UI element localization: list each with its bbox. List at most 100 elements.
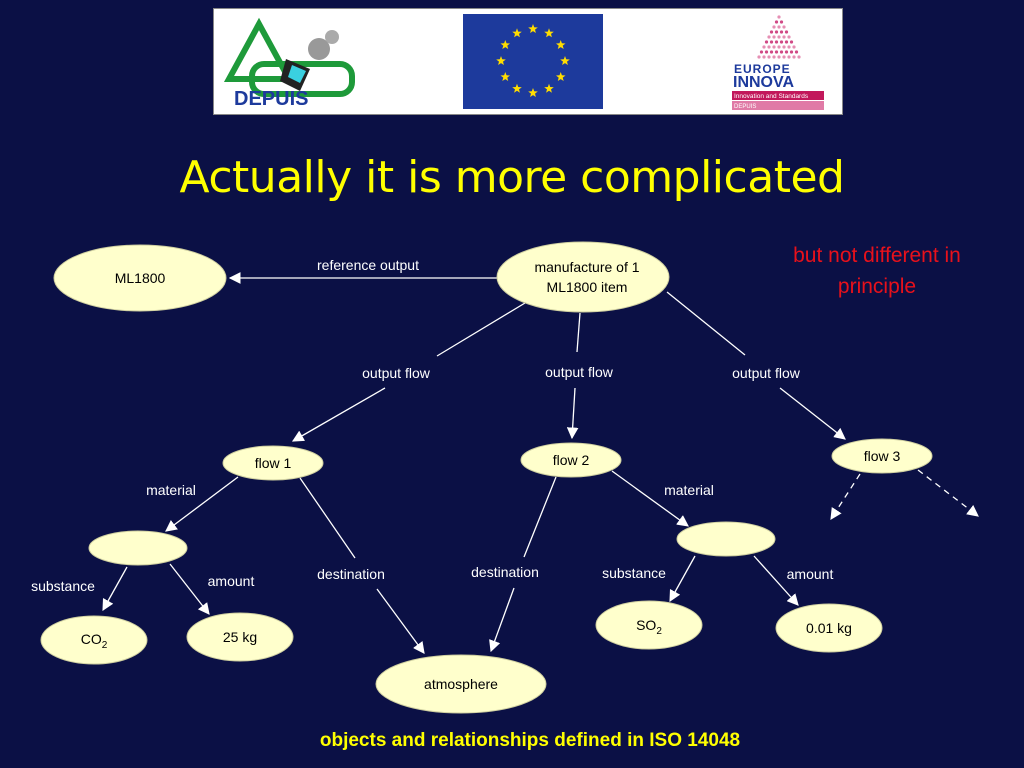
eu-flag — [463, 14, 603, 109]
edge-material-2 — [611, 470, 689, 527]
label-material-1: material — [146, 482, 196, 498]
innova-dot — [774, 30, 779, 34]
innova-dot — [767, 45, 771, 49]
innova-dot — [782, 55, 786, 59]
node-flow-1-label: flow 1 — [255, 455, 292, 471]
innova-dot — [784, 50, 789, 54]
innova-depuis: DEPUIS — [734, 104, 756, 110]
edge-flow3-dashed-right — [917, 469, 979, 517]
so2-main: SO — [636, 617, 656, 633]
innova-dot — [782, 35, 786, 39]
innova-dot — [772, 35, 776, 39]
innova-dot — [789, 50, 794, 54]
innova-dot — [782, 25, 786, 29]
label-destination-2: destination — [471, 564, 539, 580]
eu-star-icon — [512, 28, 522, 38]
edge-output-flow-2-b — [566, 387, 579, 440]
innova-dot — [792, 55, 796, 59]
side-note-line-1: but not different in — [793, 244, 961, 267]
node-so2-label: SO2 — [636, 617, 662, 637]
so2-subscript: 2 — [656, 626, 662, 637]
eu-star-icon — [500, 40, 510, 49]
innova-dot — [787, 35, 791, 39]
innova-dot — [769, 50, 774, 54]
edge-output-flow-1-b — [291, 387, 386, 442]
node-ml1800-label: ML1800 — [115, 270, 166, 286]
innova-dot — [767, 35, 771, 39]
innova-dot — [772, 25, 776, 29]
edge-destination-1-b — [376, 588, 425, 654]
innova-dot — [764, 50, 769, 54]
innova-dot — [772, 45, 776, 49]
label-output-flow-3: output flow — [732, 365, 801, 381]
eu-star-icon — [556, 40, 566, 49]
edge-material-1 — [165, 476, 239, 532]
innova-dot — [767, 55, 771, 59]
label-amount-1: amount — [208, 573, 255, 589]
eu-star-icon — [528, 88, 538, 97]
edge-substance-2 — [669, 555, 696, 603]
eu-star-icon — [528, 24, 538, 33]
co2-subscript: 2 — [102, 640, 108, 651]
innova-dot — [777, 35, 781, 39]
innova-dot — [787, 45, 791, 49]
edge-flow3-dashed-left — [830, 473, 861, 520]
innova-dot — [777, 45, 781, 49]
innova-dot — [784, 30, 789, 34]
edge-output-flow-2-a — [576, 312, 581, 353]
node-ml1800 — [53, 244, 227, 312]
label-substance-2: substance — [602, 565, 666, 581]
node-material-1 — [88, 530, 188, 566]
innova-dot — [774, 40, 779, 44]
node-001kg — [775, 603, 883, 653]
node-flow-3 — [831, 438, 933, 474]
edge-amount-1 — [169, 563, 210, 615]
europe-innova-logo: EUROPE INNOVA Innovation and Standards D… — [732, 15, 824, 110]
node-manufacture-label-1: manufacture of 1 — [534, 259, 639, 275]
eu-star-icon — [496, 56, 506, 65]
innova-dot — [777, 25, 781, 29]
label-output-flow-2: output flow — [545, 364, 614, 380]
node-atmosphere — [375, 654, 547, 714]
innova-dot — [779, 20, 784, 24]
innova-tagline: Innovation and Standards — [734, 93, 809, 100]
innova-dot — [769, 30, 774, 34]
side-note: but not different in principle — [762, 240, 992, 302]
europe-text: EUROPE — [734, 62, 791, 76]
innova-dot — [762, 55, 766, 59]
node-so2 — [595, 600, 703, 650]
logo-strip: DEPUIS EUROPE INNOVA Innovation and Stan… — [213, 8, 843, 115]
innova-dot — [794, 50, 799, 54]
innova-dot — [779, 50, 784, 54]
innova-dot — [774, 20, 779, 24]
footer-caption: objects and relationships defined in ISO… — [319, 730, 741, 751]
eu-star-icon — [544, 83, 554, 93]
edge-output-flow-3-a — [666, 291, 746, 356]
node-flow-1 — [222, 445, 324, 481]
edge-destination-2-a — [523, 476, 557, 558]
innova-dot — [759, 50, 764, 54]
node-flow-2-label: flow 2 — [553, 452, 590, 468]
edge-destination-2-b — [489, 587, 515, 653]
node-flow-3-label: flow 3 — [864, 448, 901, 464]
slide-title: Actually it is more complicated — [179, 152, 845, 203]
innova-dot — [772, 55, 776, 59]
node-001kg-label: 0.01 kg — [806, 620, 852, 636]
node-flow-2 — [520, 442, 622, 478]
innova-dot — [769, 40, 774, 44]
label-reference-output: reference output — [317, 257, 419, 273]
depuis-logo: DEPUIS — [223, 17, 355, 110]
edge-amount-2 — [753, 555, 799, 606]
innova-dot — [792, 45, 796, 49]
innova-dot — [779, 30, 784, 34]
node-manufacture-label-2: ML1800 item — [547, 279, 628, 295]
innova-dot — [774, 50, 779, 54]
edge-substance-1 — [102, 566, 128, 612]
label-amount-2: amount — [787, 566, 834, 582]
edge-output-flow-1-a — [436, 302, 526, 357]
innova-dot — [777, 55, 781, 59]
label-substance-1: substance — [31, 578, 95, 594]
innova-dot — [784, 40, 789, 44]
innova-dot — [782, 45, 786, 49]
